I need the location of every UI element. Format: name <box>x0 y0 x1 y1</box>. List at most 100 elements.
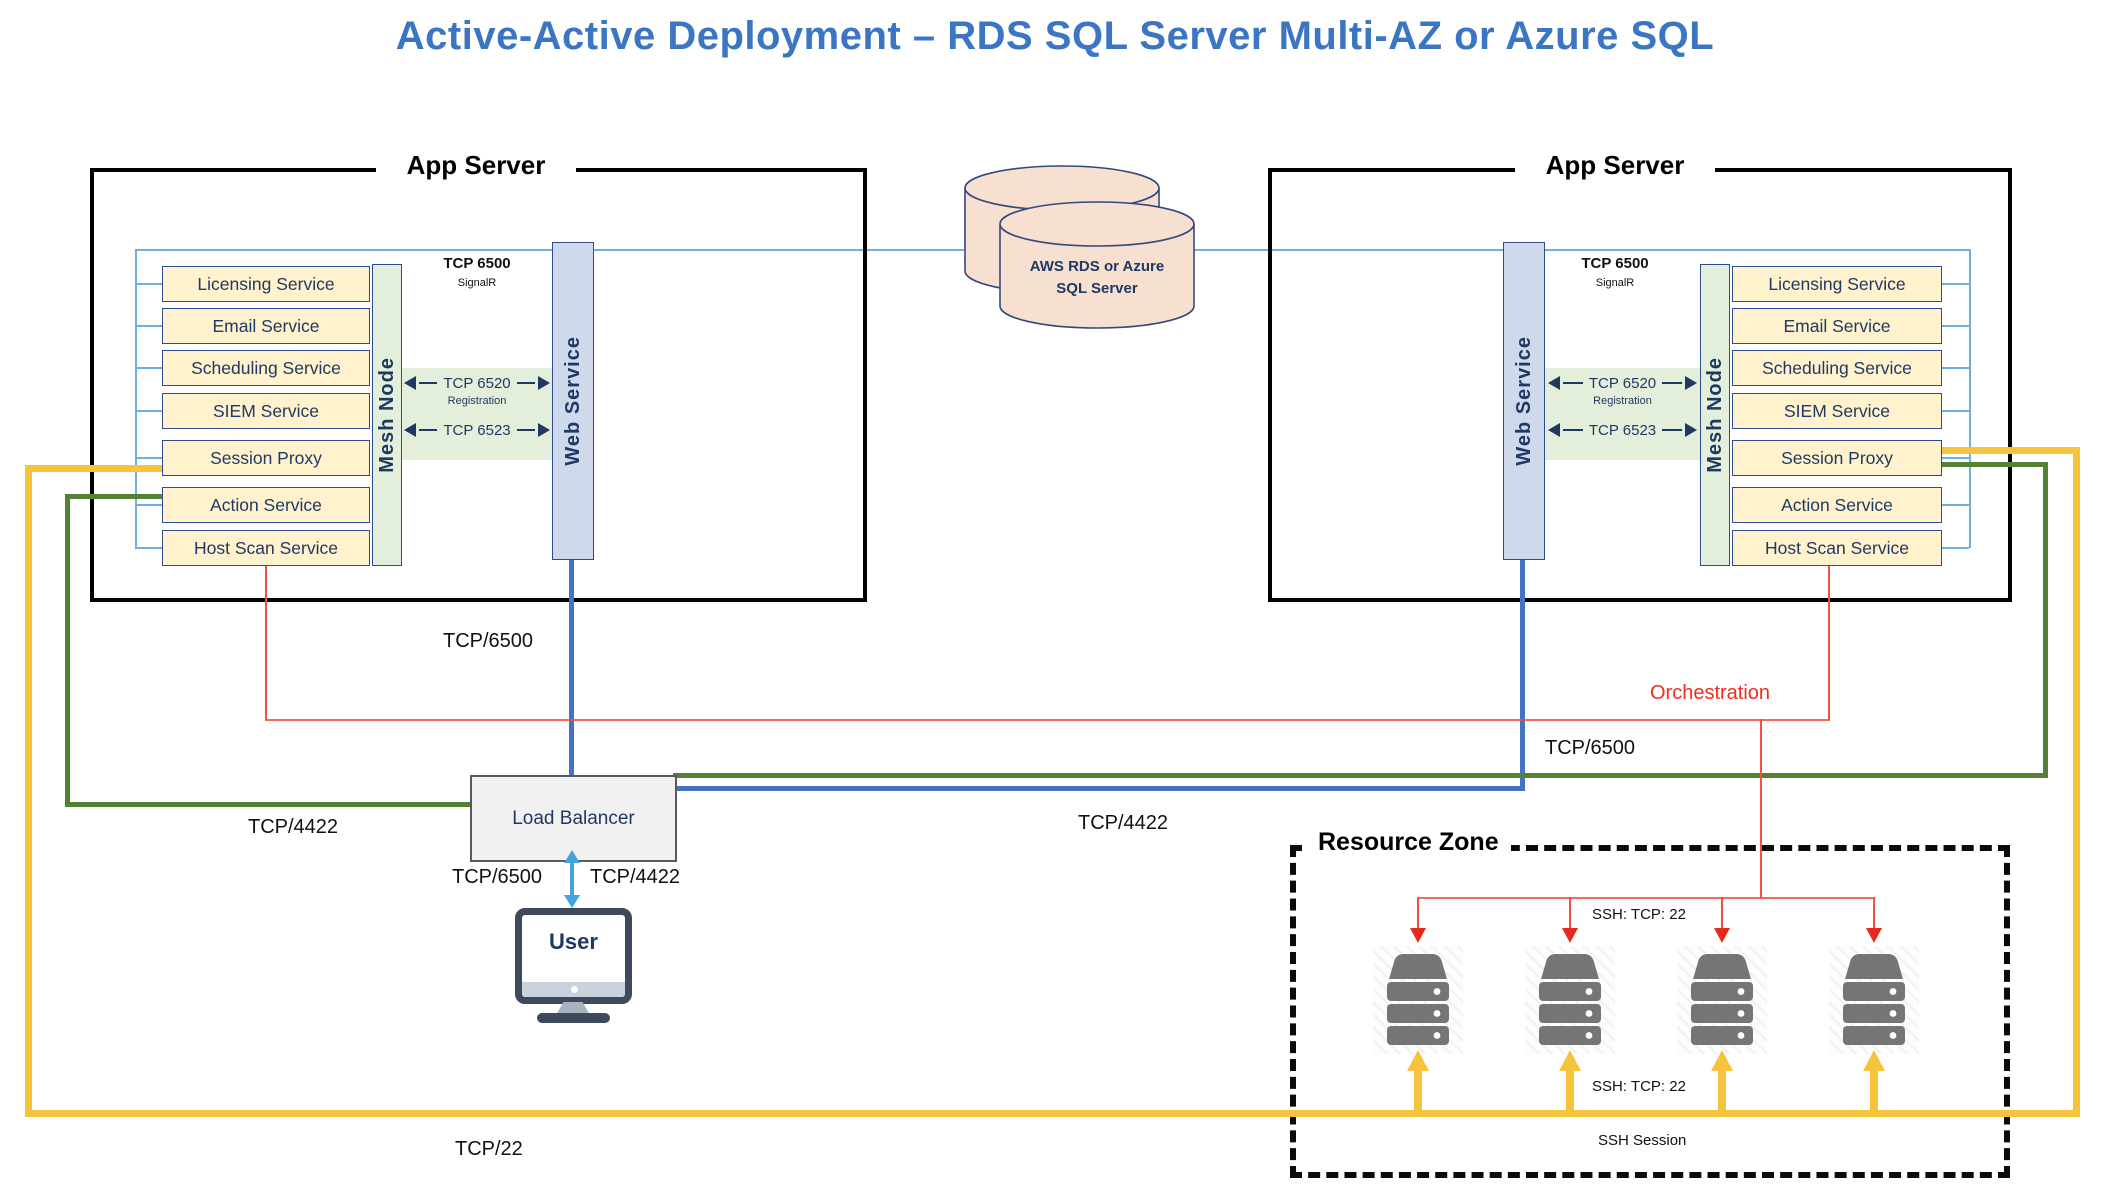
bus-left-horizontal <box>135 249 594 251</box>
tcp6500-line-right-horizontal <box>673 786 1525 791</box>
port-row-6523-left: TCP 6523 <box>404 420 551 440</box>
tcp4422-lb-horizontal <box>65 802 470 807</box>
user-label: User <box>549 929 598 954</box>
arrow-left-icon <box>404 423 416 437</box>
port-6520-label-left: TCP 6520 <box>443 374 511 392</box>
port-line <box>1662 382 1683 384</box>
registration-label-right: Registration <box>1593 395 1652 407</box>
port-6520-label-right: TCP 6520 <box>1588 374 1657 392</box>
ssh-arrow-shaft <box>1873 897 1875 929</box>
arrow-up-icon <box>1863 1050 1885 1071</box>
bus-stub <box>1942 325 1969 327</box>
bus-stub <box>135 457 162 459</box>
arrow-up-icon <box>1711 1050 1733 1071</box>
arrow-down-icon <box>1410 928 1426 943</box>
db-link-left <box>594 249 975 251</box>
orchestration-horizontal <box>265 719 1830 721</box>
web-service-bar-right: Web Service <box>1503 242 1545 560</box>
arrow-left-icon <box>1548 376 1560 390</box>
service-host-scan-left: Host Scan Service <box>162 530 370 566</box>
bus-stub <box>135 283 162 285</box>
orchestration-left-vertical <box>265 566 267 720</box>
server-icon <box>1843 954 1905 1045</box>
database-icon: AWS RDS or Azure SQL Server <box>964 165 1195 329</box>
bus-stub <box>135 504 162 506</box>
signalr-label-right: SignalR <box>1595 277 1635 289</box>
monitor-dot <box>570 986 578 993</box>
port-line <box>516 382 536 384</box>
ssh-tcp22-top-label: SSH: TCP: 22 <box>1592 906 1686 923</box>
bus-stub <box>1942 367 1969 369</box>
tcp4422-left-vertical <box>65 494 70 807</box>
bus-stub <box>1942 547 1969 549</box>
bus-right-horizontal <box>1545 249 1969 251</box>
app-server-title-left: App Server <box>376 150 576 181</box>
service-action-right: Action Service <box>1732 487 1942 523</box>
page-title: Active-Active Deployment – RDS SQL Serve… <box>395 14 1715 58</box>
bus-stub <box>135 367 162 369</box>
port-row-6523-right: TCP 6523 <box>1548 420 1698 440</box>
ssh-split-line <box>1417 897 1875 899</box>
monitor-stand-neck <box>556 1002 590 1015</box>
port-line <box>1563 429 1583 431</box>
arrow-down-icon <box>564 895 580 908</box>
signalr-label-left: SignalR <box>457 277 497 289</box>
bus-right-vertical <box>1969 249 1971 548</box>
port-line <box>419 429 438 431</box>
port-6523-label-right: TCP 6523 <box>1588 421 1657 439</box>
load-balancer-label: Load Balancer <box>512 807 635 829</box>
port-row-6520-right: TCP 6520 <box>1548 373 1698 393</box>
monitor-stand-base <box>537 1013 610 1023</box>
db-link-right <box>1185 249 1503 251</box>
service-licensing-right: Licensing Service <box>1732 266 1942 302</box>
db-cylinder-front <box>999 201 1195 329</box>
user-link-shaft <box>570 860 574 898</box>
tcp4422-left-stub <box>65 494 162 499</box>
tcp6500-label-right: TCP/6500 <box>1545 737 1636 759</box>
tcp22-label: TCP/22 <box>455 1138 523 1160</box>
ssh-arrow-shaft <box>1569 897 1571 929</box>
tcp4422-label-left: TCP/4422 <box>248 816 339 838</box>
service-session-proxy-left: Session Proxy <box>162 440 370 476</box>
ssh-up-shaft <box>1870 1068 1878 1113</box>
port-line <box>1662 429 1683 431</box>
service-scheduling-left: Scheduling Service <box>162 350 370 386</box>
port-line <box>419 382 438 384</box>
mesh-node-label-left: Mesh Node <box>375 357 398 473</box>
bus-stub <box>135 325 162 327</box>
orchestration-right-vertical <box>1828 566 1830 720</box>
tcp4422-right-vertical <box>2043 462 2048 778</box>
arrow-right-icon <box>538 423 551 437</box>
ssh-up-shaft <box>1414 1068 1422 1113</box>
mesh-node-label-right: Mesh Node <box>1703 357 1726 473</box>
port-6523-label-left: TCP 6523 <box>443 421 511 439</box>
server-icon <box>1387 954 1449 1045</box>
service-siem-right: SIEM Service <box>1732 393 1942 429</box>
registration-label-left: Registration <box>447 395 507 407</box>
user-computer-icon: User <box>515 908 632 1004</box>
tcp6500-label-left: TCP/6500 <box>443 630 534 652</box>
bus-stub <box>1942 457 1969 459</box>
resource-zone-title: Resource Zone <box>1306 828 1511 857</box>
bus-stub <box>135 410 162 412</box>
ssh-arrow-shaft <box>1417 897 1419 929</box>
tcp6500-line-left-vertical <box>569 560 574 775</box>
arrow-down-icon <box>1714 928 1730 943</box>
load-balancer: Load Balancer <box>470 775 677 862</box>
bus-stub <box>1942 410 1969 412</box>
resource-zone-box <box>1290 845 2010 1178</box>
ssh-tcp22-bottom-label: SSH: TCP: 22 <box>1592 1078 1686 1095</box>
port-line <box>516 429 536 431</box>
db-label-line2: SQL Server <box>1056 280 1138 297</box>
tcp4422-right-horizontal <box>673 773 2048 778</box>
mesh-node-bar-right: Mesh Node <box>1700 264 1730 566</box>
tcp22-right-stub <box>1942 447 2073 454</box>
service-scheduling-right: Scheduling Service <box>1732 350 1942 386</box>
bus-stub <box>1942 283 1969 285</box>
tcp6500-label-user: TCP/6500 <box>452 866 543 888</box>
tcp4422-label-user: TCP/4422 <box>590 866 681 888</box>
ssh-arrow-shaft <box>1721 897 1723 929</box>
ssh-up-shaft <box>1718 1068 1726 1113</box>
tcp22-bottom-horizontal <box>25 1110 2080 1117</box>
